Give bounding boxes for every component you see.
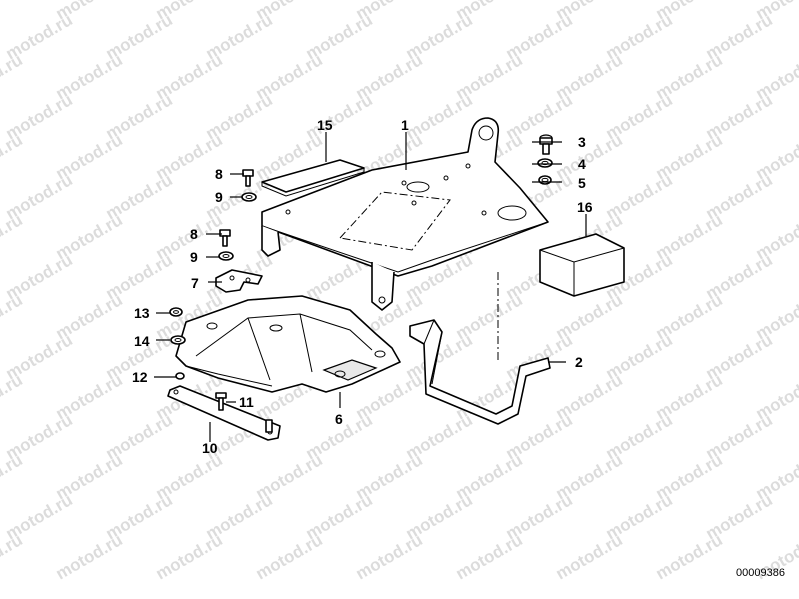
callout-8-upper: 8 [215, 166, 223, 182]
watermark-text: motod.ru [353, 530, 426, 583]
callout-10: 10 [202, 440, 218, 456]
part-15-pad [261, 159, 365, 197]
callout-9-lower: 9 [190, 249, 198, 265]
callout-13: 13 [134, 305, 150, 321]
watermark-text: motod.ru [0, 210, 26, 263]
callout-3: 3 [578, 134, 586, 150]
part-2-bracket [409, 272, 551, 425]
callout-5: 5 [578, 175, 586, 191]
callout-16: 16 [577, 199, 593, 215]
watermark-text: motod.ru [253, 530, 326, 583]
callout-15: 15 [317, 117, 333, 133]
watermark-text: motod.ru [0, 0, 26, 23]
watermark-text: motod.ru [53, 530, 126, 583]
callout-9-upper: 9 [215, 189, 223, 205]
watermark-text: motod.ru [0, 530, 26, 583]
part-8-screw-upper [242, 169, 254, 187]
callout-12: 12 [132, 369, 148, 385]
watermark-text: motod.ru [153, 530, 226, 583]
part-6-cover [175, 295, 401, 393]
part-4-washer [537, 158, 553, 168]
watermark-text: motod.ru [0, 50, 26, 103]
callout-6: 6 [335, 411, 343, 427]
callout-1: 1 [401, 117, 409, 133]
callout-2: 2 [575, 354, 583, 370]
watermark-text: motod.ru [553, 530, 626, 583]
part-5-nut [538, 175, 552, 185]
watermark-text: motod.ru [653, 530, 726, 583]
part-14-washer [170, 335, 186, 345]
callout-14: 14 [134, 333, 150, 349]
part-12-clip [175, 372, 185, 380]
part-7-clip [215, 269, 263, 293]
part-10-strip [167, 385, 281, 441]
callout-11: 11 [239, 394, 254, 410]
part-11-screw [215, 392, 227, 411]
watermark-text: motod.ru [453, 530, 526, 583]
part-13-nut [169, 307, 183, 317]
watermark-layer: motod.ru motod.ru motod.ru motod.ru motod.ru… [0, 0, 799, 583]
part-9-washer-upper [241, 192, 257, 202]
part-16-control-unit [539, 233, 625, 297]
part-8-screw-lower [219, 229, 231, 247]
callout-8-lower: 8 [190, 226, 198, 242]
watermark-text: motod.ru [0, 450, 26, 503]
watermark-text: motod.ru [0, 130, 26, 183]
callouts: 1 2 3 4 5 6 7 8 8 9 9 10 11 12 13 14 15 … [132, 117, 593, 456]
part-1-mounting-plate [261, 117, 549, 311]
leader-lines [154, 132, 587, 442]
callout-7: 7 [191, 275, 199, 291]
part-3-bolt [539, 134, 553, 155]
reference-code: 00009386 [736, 567, 785, 579]
part-9-washer-lower [218, 251, 234, 261]
watermark-text: motod.ru [0, 290, 26, 343]
callout-4: 4 [578, 156, 586, 172]
watermark-text: motod.ru [0, 370, 26, 423]
